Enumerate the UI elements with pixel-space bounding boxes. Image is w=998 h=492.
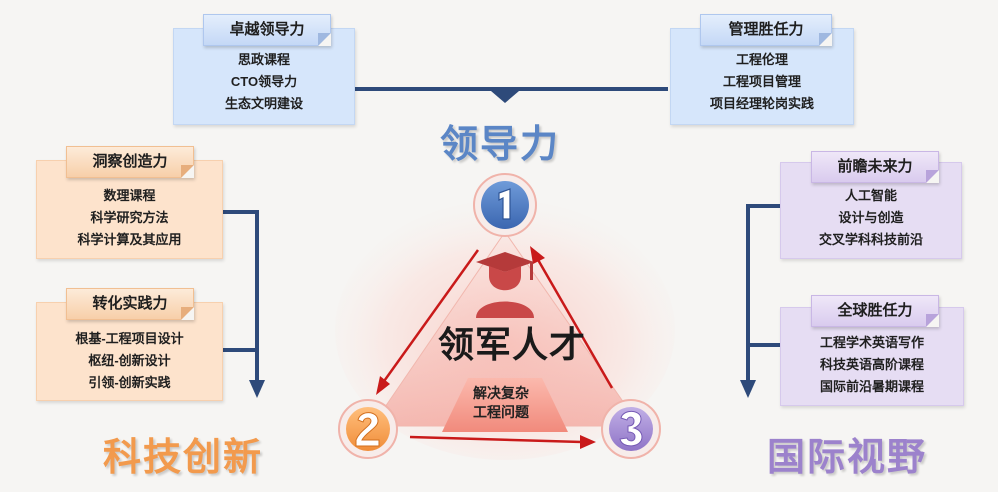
leadership-connector-arrow (491, 91, 519, 103)
tag-label: 卓越领导力 (229, 21, 305, 38)
list-item: 国际前沿暑期课程 (819, 379, 924, 394)
fold-corner-icon (181, 165, 194, 178)
tag-transform-practice: 转化实践力 (66, 288, 194, 320)
innovation-connector-top (222, 210, 259, 382)
tag-forward-future: 前瞻未来力 (811, 151, 939, 183)
cycle-arrow-left (380, 249, 480, 385)
pillar-title-innovation: 科技创新 (103, 437, 264, 479)
list-item: 人工智能 (844, 188, 897, 203)
fold-corner-icon (819, 33, 832, 46)
pillar-title-global-vision: 国际视野 (767, 437, 928, 479)
graduate-icon (476, 252, 534, 318)
cycle-arrow-right (535, 257, 614, 389)
fold-corner-icon (181, 307, 194, 320)
base-trapezoid (442, 378, 568, 432)
tag-label: 转化实践力 (92, 295, 168, 312)
number-two-icon (338, 399, 398, 459)
tag-management-competence: 管理胜任力 (700, 14, 832, 46)
number-three-icon (601, 399, 661, 459)
list-item: 交叉学科科技前沿 (818, 232, 923, 247)
tag-label: 全球胜任力 (837, 302, 913, 319)
center-subtitle: 解决复杂 工程问题 (452, 384, 550, 422)
tag-label: 管理胜任力 (728, 21, 804, 38)
list-item: 思政课程 (237, 52, 290, 67)
cycle-arrow-bottom (409, 435, 583, 444)
list-item: 生态文明建设 (224, 96, 303, 111)
center-subtitle-line: 解决复杂 (473, 385, 529, 401)
tag-label: 前瞻未来力 (837, 158, 913, 175)
cycle-arrow-bottom-head (580, 435, 596, 449)
list-item: CTO领导力 (230, 74, 298, 89)
global-connector-arrow (740, 380, 756, 398)
cycle-arrow-right-head (530, 246, 545, 264)
fold-corner-icon (926, 314, 939, 327)
list-item: 科学研究方法 (90, 210, 169, 225)
list-item: 数理课程 (103, 188, 156, 203)
cycle-arrow-left-head (376, 376, 390, 395)
center-subtitle-line: 工程问题 (473, 404, 529, 420)
tag-insight-creativity: 洞察创造力 (66, 146, 194, 178)
list-item: 引领-创新实践 (88, 375, 171, 390)
list-item: 科学计算及其应用 (77, 232, 182, 247)
list-item: 项目经理轮岗实践 (709, 96, 814, 111)
list-item: 科技英语高阶课程 (819, 357, 924, 372)
global-connector-top (746, 204, 780, 382)
innovation-connector-arrow (249, 380, 265, 398)
tag-global-competence: 全球胜任力 (811, 295, 939, 327)
fold-corner-icon (318, 33, 331, 46)
list-item: 工程项目管理 (722, 74, 801, 89)
list-item: 工程伦理 (735, 52, 788, 67)
pillar-title-leadership: 领导力 (440, 124, 561, 166)
list-item: 工程学术英语写作 (819, 335, 924, 350)
center-title: 领军人才 (438, 324, 587, 365)
tag-label: 洞察创造力 (92, 153, 168, 170)
number-one-icon (473, 173, 537, 237)
fold-corner-icon (926, 170, 939, 183)
list-item: 枢纽-创新设计 (88, 353, 171, 368)
list-item: 根基-工程项目设计 (75, 331, 184, 346)
tag-excellent-leadership: 卓越领导力 (203, 14, 331, 46)
list-item: 设计与创造 (838, 210, 904, 225)
